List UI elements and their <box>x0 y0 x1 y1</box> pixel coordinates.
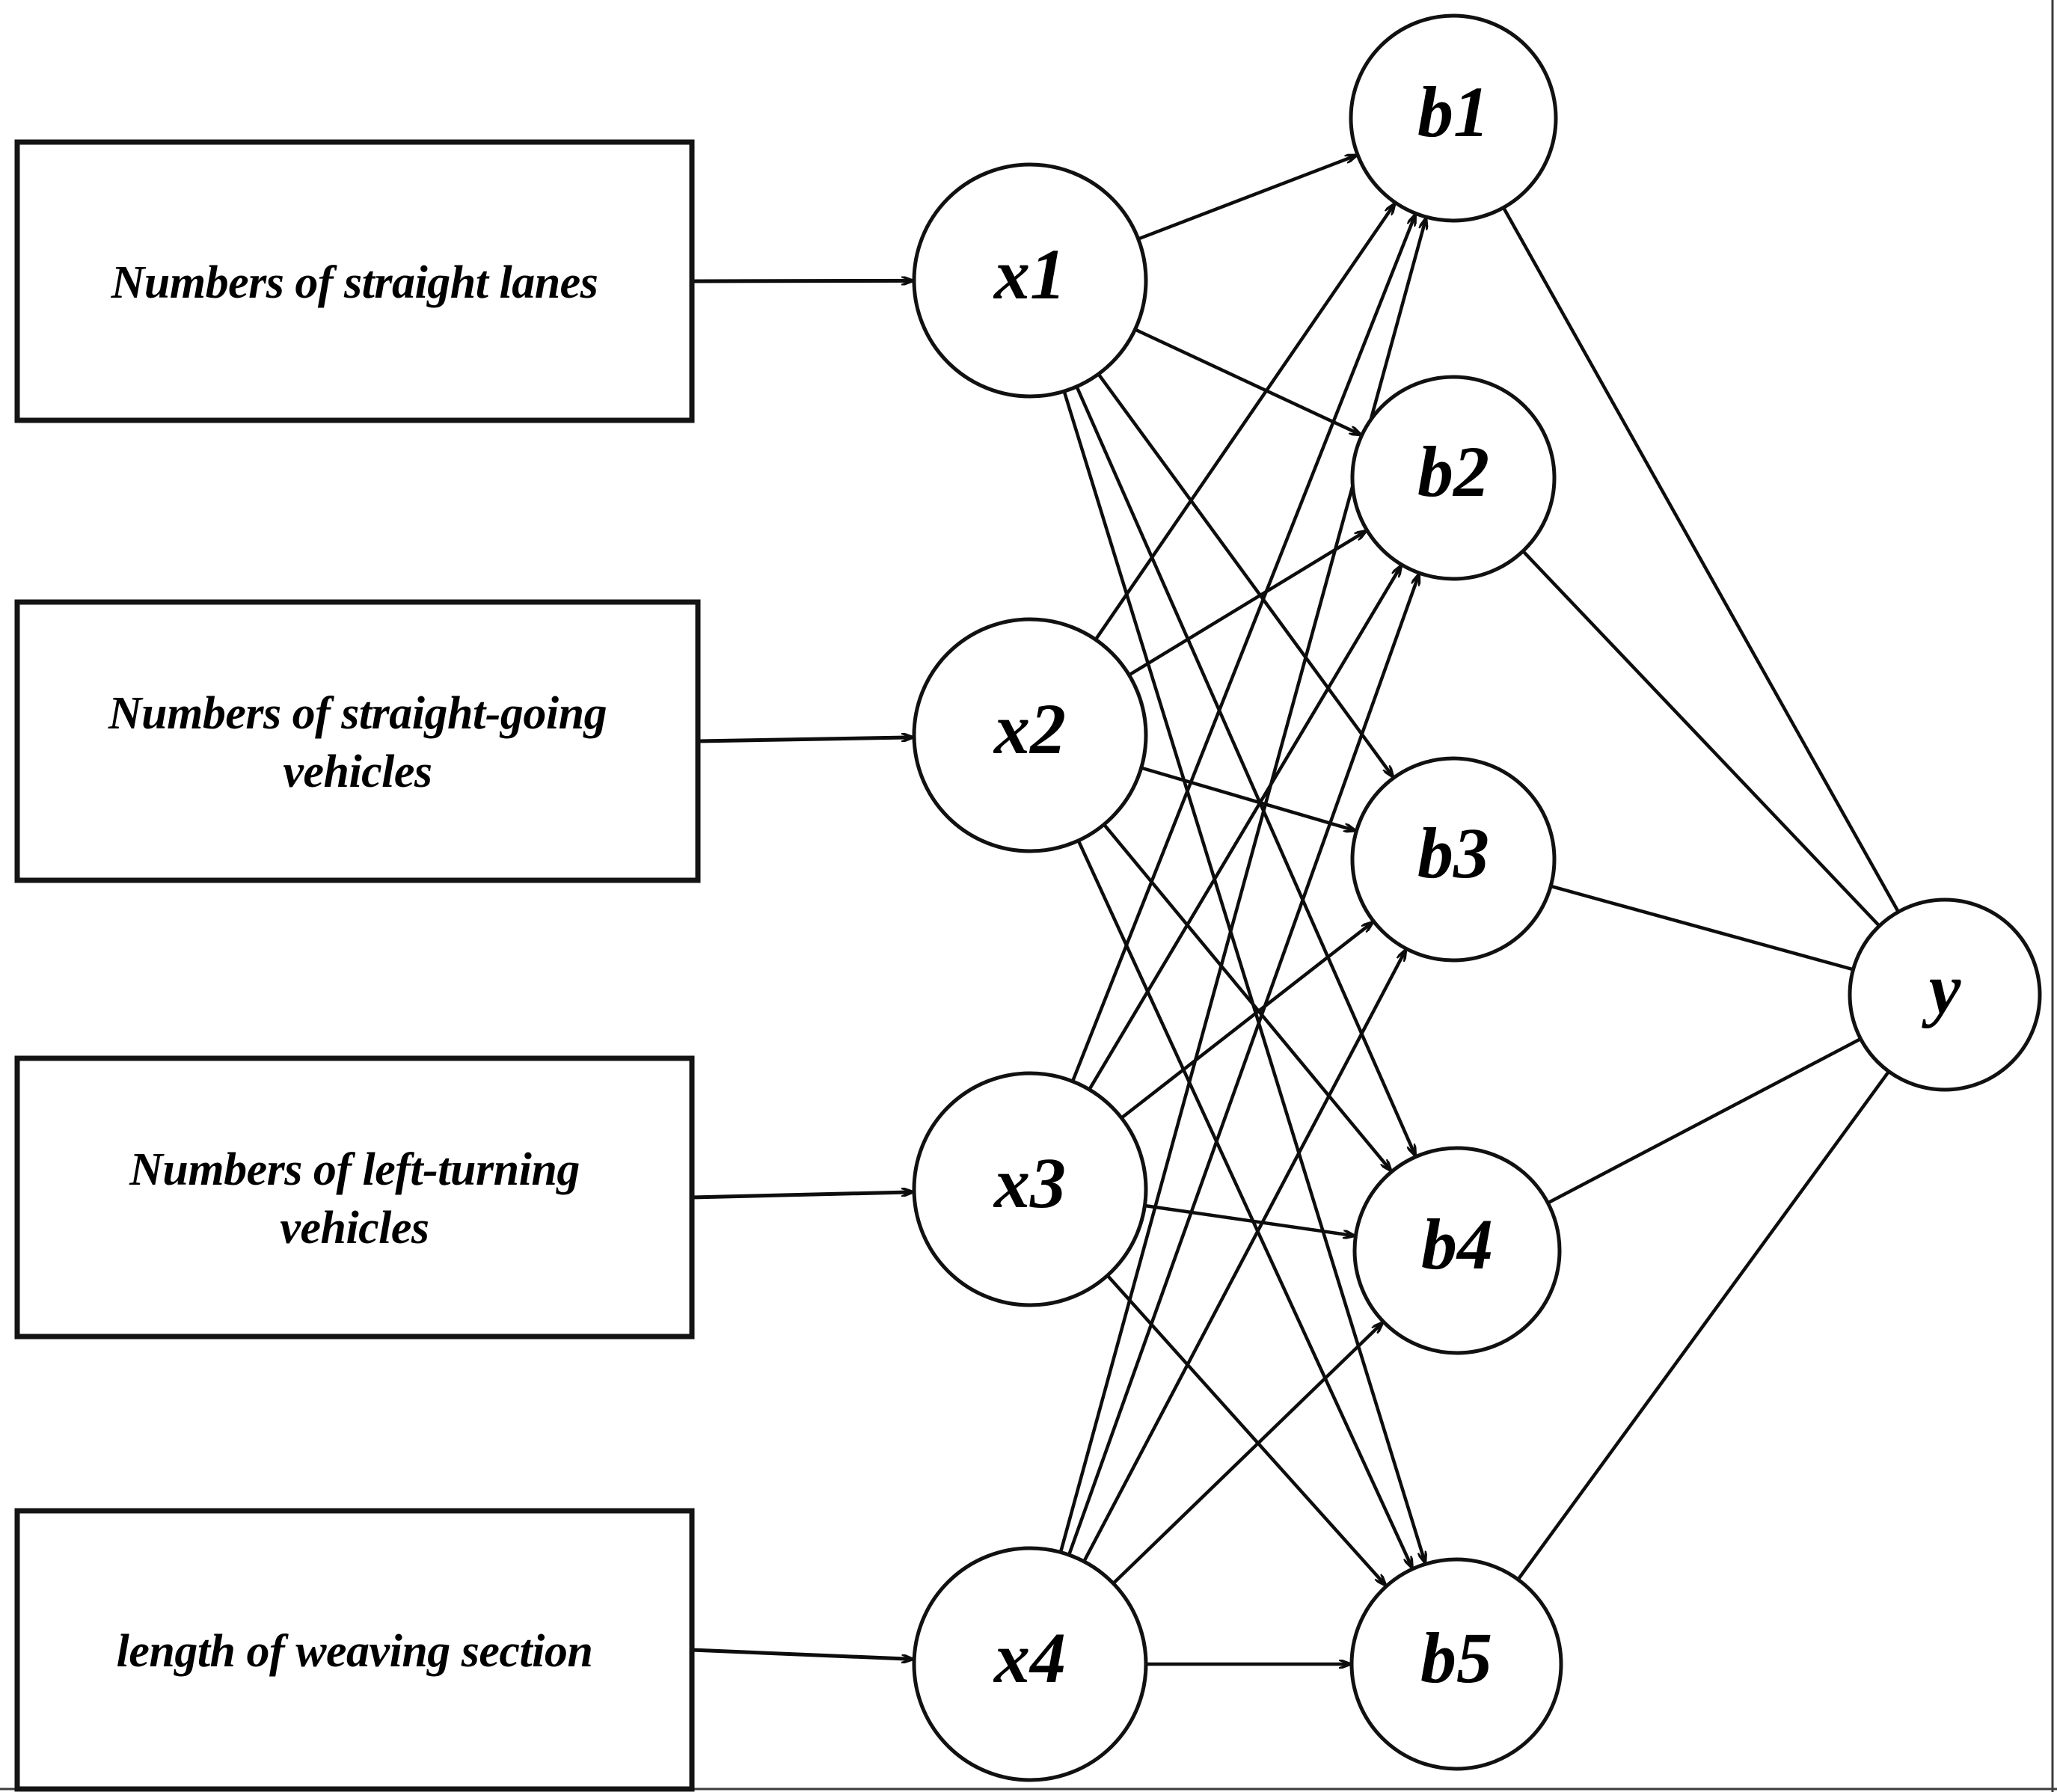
input-box-2: Numbers of straight-going vehicles <box>14 599 701 883</box>
edge-x1-to-b1 <box>1137 156 1356 241</box>
edge-x3-to-b3 <box>1120 922 1373 1120</box>
input-node-x3[interactable]: x3 <box>912 1071 1148 1307</box>
hidden-node-b5[interactable]: b5 <box>1349 1557 1563 1771</box>
edge-b3-to-y <box>1550 884 1853 971</box>
hidden-node-b1[interactable]: b1 <box>1349 13 1558 223</box>
node-label-x4: x4 <box>993 1618 1066 1698</box>
node-label-x3: x3 <box>993 1143 1066 1223</box>
edge-x2-to-b2 <box>1128 531 1365 677</box>
input-box-3: Numbers of left-turning vehicles <box>14 1055 695 1340</box>
edges-hidden-to-output <box>1502 206 1899 1581</box>
input-box-label: Numbers of left-turning <box>129 1144 580 1195</box>
edge-x2-to-b3 <box>1141 766 1355 831</box>
connector-box2-to-x2 <box>697 737 913 743</box>
node-label-b2: b2 <box>1417 432 1489 512</box>
edge-b5-to-y <box>1516 1071 1889 1581</box>
edges-input-to-hidden <box>1058 156 1426 1664</box>
connector-box4-to-x4 <box>691 1648 913 1659</box>
hidden-node-b4[interactable]: b4 <box>1352 1146 1562 1355</box>
edge-x4-to-b4 <box>1112 1323 1382 1585</box>
input-box-label: Numbers of straight lanes <box>111 257 598 308</box>
node-label-b4: b4 <box>1421 1204 1493 1284</box>
hidden-node-b3[interactable]: b3 <box>1350 756 1557 963</box>
edge-x3-to-b2 <box>1088 566 1401 1090</box>
edge-x2-to-b1 <box>1094 204 1395 641</box>
input-node-x4[interactable]: x4 <box>912 1546 1148 1782</box>
edge-x1-to-b3 <box>1097 372 1393 776</box>
input-box-4: length of weaving section <box>14 1508 695 1792</box>
input-node-x2[interactable]: x2 <box>912 617 1148 853</box>
edge-x3-to-b4 <box>1144 1203 1354 1236</box>
node-label-x1: x1 <box>993 234 1066 314</box>
edge-x4-to-b2 <box>1067 574 1419 1556</box>
node-label-b3: b3 <box>1417 813 1489 893</box>
edge-x3-to-b5 <box>1106 1274 1386 1585</box>
edge-x4-to-b3 <box>1082 950 1405 1562</box>
input-box-1: Numbers of straight lanes <box>14 139 695 423</box>
input-node-x1[interactable]: x1 <box>912 162 1148 399</box>
input-box-label: Numbers of straight-going <box>108 688 607 739</box>
node-label-b5: b5 <box>1420 1618 1492 1698</box>
output-node-group: y <box>1848 897 2042 1092</box>
edge-b1-to-y <box>1502 206 1899 912</box>
input-box-label: vehicles <box>280 1203 429 1254</box>
edge-x1-to-b4 <box>1075 385 1415 1156</box>
edge-x1-to-b5 <box>1062 390 1426 1562</box>
edge-b4-to-y <box>1547 1037 1860 1205</box>
input-box-label: length of weaving section <box>117 1626 593 1677</box>
node-label-x2: x2 <box>993 689 1066 769</box>
hidden-node-b2[interactable]: b2 <box>1350 375 1557 581</box>
hidden-nodes-group: b1 b2 b3 b4 b5 <box>1349 13 1563 1771</box>
output-node-y[interactable]: y <box>1848 897 2042 1092</box>
input-nodes-group: x1 x2 x3 x4 <box>912 162 1148 1782</box>
edges-box-to-input <box>691 280 913 1659</box>
node-label-b1: b1 <box>1417 72 1489 152</box>
edge-x1-to-b2 <box>1134 328 1360 435</box>
connector-box3-to-x3 <box>691 1192 913 1200</box>
edge-b2-to-y <box>1521 550 1880 927</box>
connector-box1-to-x1 <box>691 280 913 281</box>
input-box-label: vehicles <box>283 746 432 797</box>
edge-x2-to-b5 <box>1076 839 1412 1568</box>
edge-x3-to-b1 <box>1070 215 1415 1082</box>
